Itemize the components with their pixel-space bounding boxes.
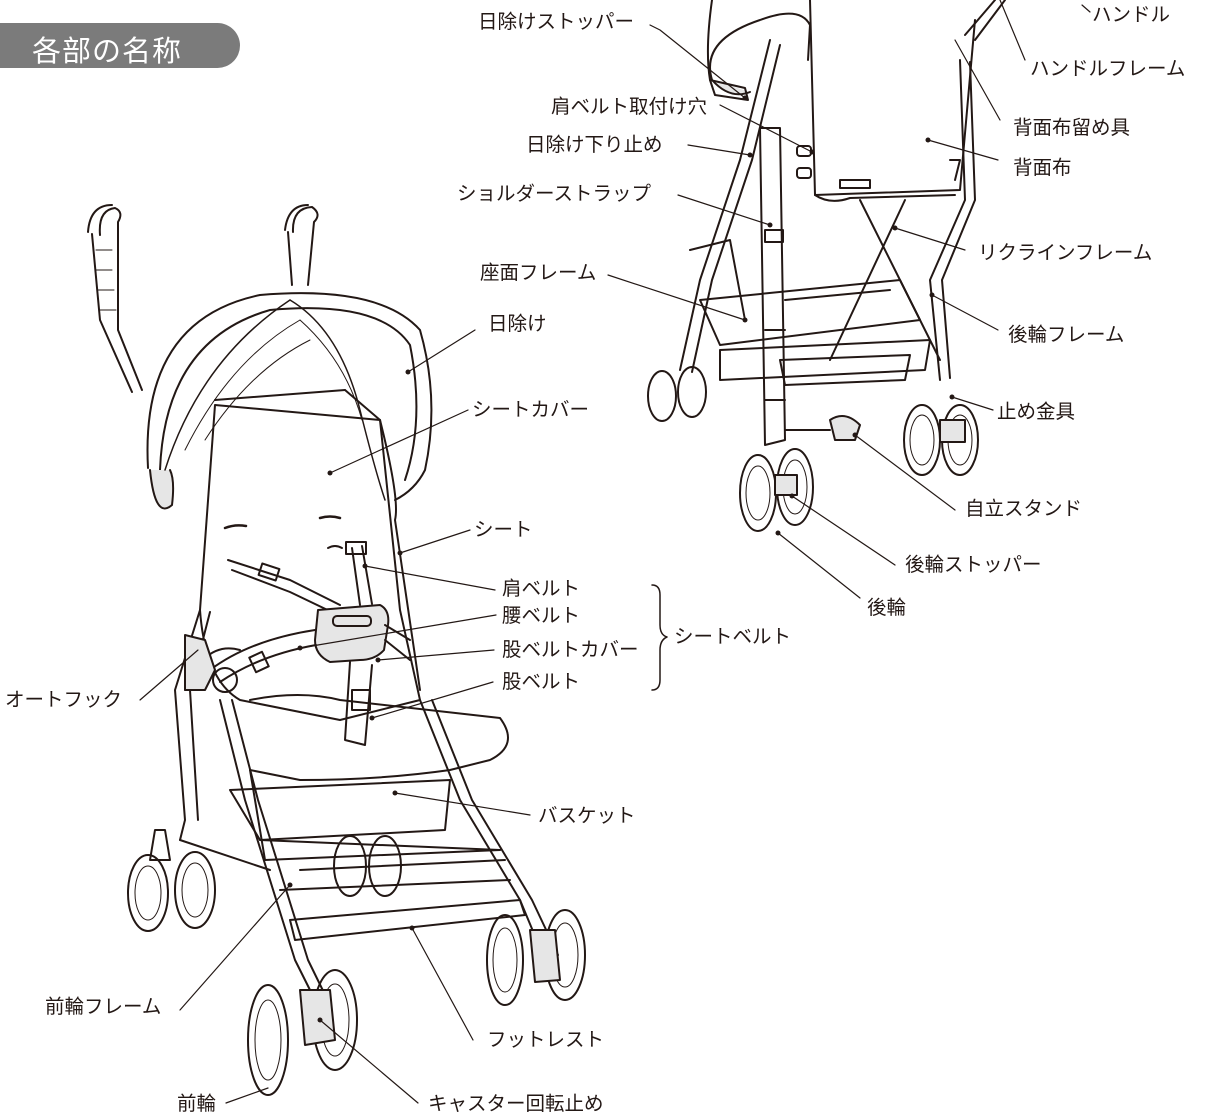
label-stop-bracket: 止め金具 xyxy=(997,400,1076,423)
label-backcloth: 背面布 xyxy=(1013,156,1072,179)
label-shoulder-belt-hole: 肩ベルト取付け穴 xyxy=(551,95,708,118)
label-sunshade-lower-stop: 日除け下り止め xyxy=(526,133,663,156)
section-title-badge: 各部の名称 xyxy=(0,23,240,68)
label-front-wheel: 前輪 xyxy=(177,1092,217,1115)
label-sunshade: 日除け xyxy=(488,312,547,335)
label-crotch-belt-cover: 股ベルトカバー xyxy=(502,638,639,661)
label-seat-cover: シートカバー xyxy=(472,398,590,421)
label-rear-wheel: 後輪 xyxy=(867,596,907,619)
label-shoulder-strap: ショルダーストラップ xyxy=(457,182,652,205)
label-caster-lock: キャスター回転止め xyxy=(428,1092,604,1115)
back-stroller-drawing xyxy=(647,0,1006,532)
label-seat: シート xyxy=(474,518,533,541)
label-self-stand: 自立スタンド xyxy=(965,497,1083,520)
label-recline-frame: リクラインフレーム xyxy=(978,241,1153,264)
label-shoulder-belt: 肩ベルト xyxy=(502,577,581,600)
leader-lines xyxy=(139,0,1091,1104)
label-basket: バスケット xyxy=(538,804,636,827)
label-seat-belt-group: シートベルト xyxy=(674,625,792,648)
section-title: 各部の名称 xyxy=(32,34,183,68)
label-rear-wheel-frame: 後輪フレーム xyxy=(1008,323,1125,346)
label-sunshade-stopper: 日除けストッパー xyxy=(478,10,635,33)
label-crotch-belt: 股ベルト xyxy=(502,670,581,693)
front-stroller-drawing xyxy=(87,204,586,1096)
label-waist-belt: 腰ベルト xyxy=(502,604,581,627)
label-handle: ハンドル xyxy=(1092,3,1171,26)
label-rear-wheel-stopper: 後輪ストッパー xyxy=(905,553,1042,576)
label-auto-hook: オートフック xyxy=(5,688,123,711)
label-handle-frame: ハンドルフレーム xyxy=(1030,57,1186,80)
label-seat-frame: 座面フレーム xyxy=(480,261,597,284)
label-footrest: フットレスト xyxy=(487,1028,605,1051)
label-backcloth-fastener: 背面布留め具 xyxy=(1013,116,1131,139)
label-front-wheel-frame: 前輪フレーム xyxy=(45,995,162,1018)
